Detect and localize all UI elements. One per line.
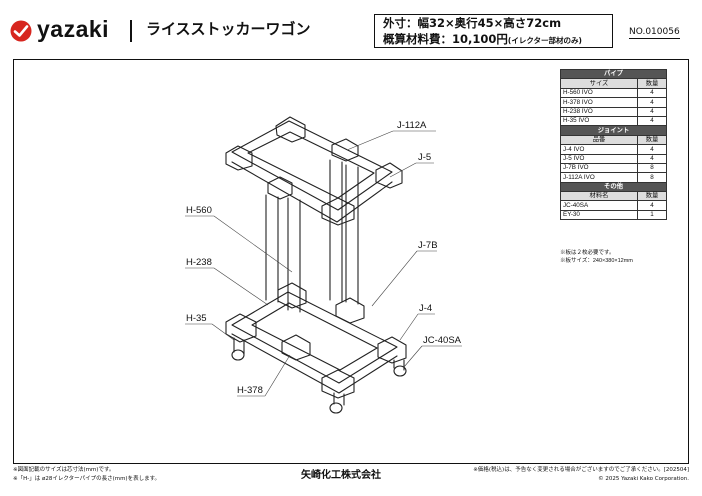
part-qty: 4 (637, 106, 667, 117)
table-header-row: 品番数量 (560, 134, 667, 146)
part-name: J-112A IVO (560, 172, 638, 183)
part-name: EY-30 (560, 209, 638, 221)
callout-j4: J-4 (419, 303, 433, 314)
callout-h35: H-35 (186, 313, 207, 324)
leader-jc40sa (403, 345, 462, 368)
leader-h378 (237, 354, 291, 397)
leader-j112a (346, 130, 436, 151)
title-divider (130, 20, 132, 42)
footer-note-pipe: ※「H-」は ø28イレクターパイプの長さ(mm)を表します。 (13, 475, 161, 482)
joint-j4-bottom (225, 282, 407, 399)
price-note: ※価格(税込)は、予告なく変更される場合がございますのでご了承ください。[202… (473, 467, 689, 473)
callout-h378: H-378 (237, 385, 263, 396)
part-name: H-560 IVO (560, 87, 638, 99)
part-name: J-4 IVO (560, 144, 638, 155)
joint-j112a-top (225, 116, 403, 226)
part-qty: 4 (637, 153, 667, 164)
column-header: 数量 (637, 191, 667, 202)
vertical-pipe-back (329, 159, 359, 305)
table-section-row: パイプ (560, 68, 667, 80)
leader-j5 (389, 162, 434, 178)
board-notes: ※板は２枚必要です。 ※板サイズ：240×380×12mm (560, 249, 633, 265)
leader-h238 (185, 267, 269, 306)
caster-jc40sa (231, 337, 407, 414)
part-name: JC-40SA (560, 200, 638, 211)
part-qty: 4 (637, 97, 667, 108)
bottom-frame (231, 291, 398, 384)
drawing-frame (13, 59, 689, 464)
footer-notes: ※図面記載のサイズは芯寸法(mm)です。 ※「H-」は ø28イレクターパイプの… (13, 466, 160, 483)
column-header: 品番 (560, 134, 638, 146)
callout-j112a: J-112A (397, 120, 427, 131)
part-name: H-378 IVO (560, 97, 638, 108)
callout-h238: H-238 (186, 257, 212, 268)
note-board-size: ※板サイズ：240×380×12mm (560, 258, 633, 264)
column-header: 数量 (637, 78, 667, 89)
table-header-row: 材料名数量 (560, 191, 667, 202)
copyright: © 2025 Yazaki Kako Corporation. (598, 475, 689, 482)
part-name: J-7B IVO (560, 162, 638, 174)
document-number: NO.010056 (629, 27, 680, 39)
part-qty: 4 (637, 200, 667, 211)
part-name: J-5 IVO (560, 153, 638, 164)
table-section-row: ジョイント (560, 125, 667, 136)
section-joint: ジョイント (560, 125, 667, 136)
part-qty: 8 (637, 162, 667, 174)
callout-j5: J-5 (418, 152, 432, 163)
leader-j7b (371, 250, 437, 307)
callout-j7b: J-7B (418, 240, 438, 251)
leader-h35 (185, 323, 235, 341)
page-title: ライスストッカーワゴン (146, 20, 311, 38)
part-qty: 1 (637, 209, 667, 221)
leader-j4 (399, 313, 435, 341)
section-pipe: パイプ (560, 68, 667, 80)
callout-h560: H-560 (186, 205, 212, 216)
note-board-count: ※板は２枚必要です。 (560, 250, 615, 256)
part-qty: 4 (637, 115, 667, 127)
company-name: 矢崎化工株式会社 (301, 470, 381, 481)
material-cost: 概算材料費：10,100円(イレクター部材のみ) (383, 32, 612, 49)
table-section-row: その他 (560, 181, 667, 193)
yazaki-logo-icon (10, 20, 32, 42)
spec-box: 外寸：幅32×奥行45×高さ72cm 概算材料費：10,100円(イレクター部材… (374, 14, 613, 48)
vertical-pipe-front (265, 194, 301, 313)
part-name: H-238 IVO (560, 106, 638, 117)
footer-note-dimensions: ※図面記載のサイズは芯寸法(mm)です。 (13, 467, 115, 473)
column-header: サイズ (560, 78, 638, 89)
brand-name: yazaki (37, 16, 110, 42)
table-header-row: サイズ数量 (560, 78, 667, 89)
leader-h560 (185, 215, 293, 273)
material-cost-note: (イレクター部材のみ) (507, 35, 582, 45)
part-qty: 8 (637, 172, 667, 183)
top-frame (231, 120, 393, 211)
material-cost-value: 概算材料費：10,100円 (383, 31, 508, 46)
column-header: 材料名 (560, 191, 638, 202)
part-name: H-35 IVO (560, 115, 638, 127)
section-other: その他 (560, 181, 667, 193)
outer-dimensions: 外寸：幅32×奥行45×高さ72cm (383, 16, 562, 30)
part-qty: 4 (637, 87, 667, 99)
part-qty: 4 (637, 144, 667, 155)
column-header: 数量 (637, 134, 667, 146)
callout-jc40sa: JC-40SA (423, 335, 462, 346)
footer-right: ※価格(税込)は、予告なく変更される場合がございますのでご了承ください。[202… (470, 466, 689, 483)
